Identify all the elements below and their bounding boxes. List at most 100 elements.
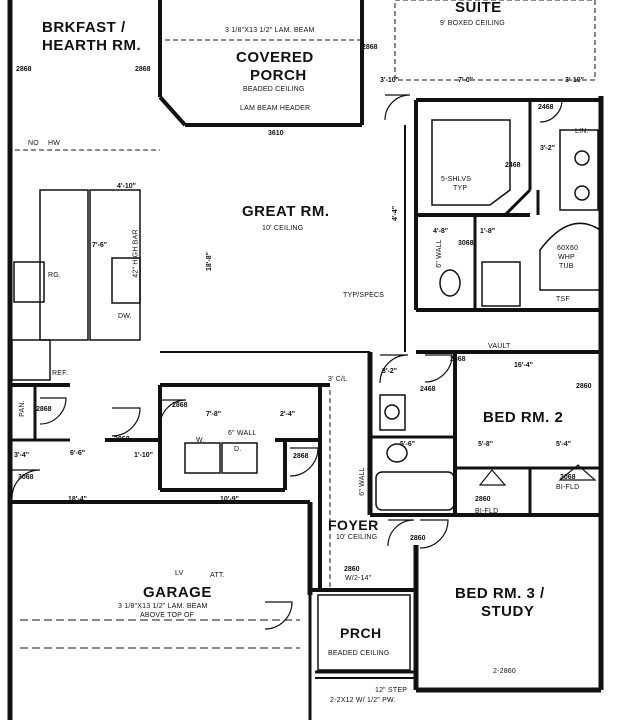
hw-note: HW [48,140,61,147]
suite-ceiling-note: 9' BOXED CEILING [440,20,505,27]
vault-note: VAULT [488,343,511,350]
dim-3068-bath: 3068 [458,240,474,247]
attic-note: ATT. [210,572,225,579]
great-ceiling-note: 10' CEILING [262,225,304,232]
dim-6-6-kitchen: 6'-6" [70,450,86,457]
exterior-walls [7,0,604,720]
dim-2860-garage-closet: 2860 [344,566,360,573]
washer-label: W. [196,437,205,444]
dim-5-6: 5'-6" [400,441,416,448]
dim-3610: 3610 [268,130,284,137]
garage-hatching [20,619,300,649]
dashed-lines [15,0,596,590]
dim-18-8: 18'-8" [206,252,213,271]
porch-beam-top-note: 3 1/8"X13 1/2" LAM. BEAM [225,27,315,34]
wall-note-laundry: 6" WALL [228,430,257,437]
room-label-great: GREAT RM. [242,203,330,220]
step-note: 12" STEP [375,687,408,694]
closet-wall-note: W/2-14" [345,575,372,582]
dim-2468-suite: 2468 [538,104,554,111]
fireplace-spec-note: TYP/SPECS [343,292,385,299]
dim-2-4: 2'-4" [280,411,296,418]
room-label-brkfast: BRKFAST / [42,19,126,36]
garage-beam-note-2: ABOVE TOP OF [140,612,195,619]
range-label: RG. [48,272,62,279]
dim-2868-brkfast-right: 2868 [135,66,151,73]
dim-2868-closet: 2868 [293,453,309,460]
room-label-foyer: FOYER [328,517,379,533]
garage-beam-note: 3 1/8"X13 1/2" LAM. BEAM [118,603,208,610]
dim-2468-closet: 2468 [505,162,521,169]
centerline-note: 3' C/L [328,376,348,383]
tsf-note: TSF [556,296,570,303]
dim-3-2-hall: 3'-2" [382,368,398,375]
dim-4-8: 4'-8" [433,228,449,235]
dim-4-10: 4'-10" [117,183,136,190]
dim-2868-hall: 2868 [450,356,466,363]
room-label-hearth: HEARTH RM. [42,37,142,54]
pantry-label: PAN. [18,400,26,417]
dryer-label: D. [234,446,242,453]
dim-1-10: 1'-10" [134,452,153,459]
dim-2860-foyer: 2860 [410,535,426,542]
dim-2868-brkfast-left: 2868 [16,66,32,73]
whirlpool-size-note: 60X60 [557,245,579,252]
room-label-suite: SUITE [455,0,502,16]
bath-fixtures [184,119,601,511]
dim-3068-garage: 3068 [18,474,34,481]
dim-10-9: 10'-9" [220,496,239,503]
room-label-covered: COVERED [236,49,314,66]
room-label-prch: PRCH [340,625,382,641]
dim-2468-bath: 2468 [420,386,436,393]
prch-ceiling-note: BEADED CEILING [328,650,390,657]
whirlpool-type-note: WHP [558,254,575,261]
bar-note: 42" HIGH BAR [132,229,140,278]
dim-1-8: 1'-8" [480,228,496,235]
dim-7-0: 7'-0" [458,77,474,84]
wall-note-bath: 6" WALL [435,239,443,268]
dim-4-4: 4'-4" [392,205,400,222]
dim-3-2-suite: 3'-2" [540,145,556,152]
dim-3-4: 3'-4" [14,452,30,459]
header-note: 2-2X12 W/ 1/2" PW. [330,697,396,704]
shelves-note: 5-SHLVS [441,176,472,183]
dim-3-10-right: 3'-10" [565,77,584,84]
lv-note: LV [175,570,184,577]
dishwasher-label: DW. [118,313,132,320]
dim-18-4: 18'-4" [68,496,87,503]
room-label-garage: GARAGE [143,584,212,601]
wall-note-foyer: 6" WALL [358,467,366,496]
dim-2868-porch: 2868 [362,44,378,51]
dim-5-4: 5'-4" [556,441,572,448]
door-swings [11,94,597,630]
room-label-porch: PORCH [250,67,307,84]
dim-16-4: 16'-4" [514,362,533,369]
dim-7-8: 7'-8" [206,411,222,418]
bifold-note-2: BI-FLD [475,508,499,515]
dim-2860-bed2: 2860 [576,383,592,390]
dim-2868-pantry: 2868 [36,406,52,413]
dim-5-8: 5'-8" [478,441,494,448]
porch-ceiling-note: BEADED CEILING [243,86,305,93]
bifold-note-1: BI-FLD [556,484,580,491]
dim-3068-laundry: 3068 [114,436,130,443]
room-label-bed2: BED RM. 2 [483,409,564,426]
dim-3068-bed2: 3068 [560,474,576,481]
dim-2860-closet: 2860 [475,496,491,503]
room-label-bed3: BED RM. 3 / [455,585,545,602]
dim-2868-laundry: 2868 [172,402,188,409]
bottom-window-note: 2-2860 [493,668,516,675]
dim-3-10-left: 3'-10" [380,77,399,84]
foyer-ceiling-note: 10' CEILING [336,534,378,541]
room-label-study: STUDY [481,603,535,620]
no-note: NO [28,140,39,147]
dim-7-6: 7'-6" [92,242,108,249]
linen-note: LIN. [575,128,589,135]
shelves-typ-note: TYP [453,185,468,192]
porch-beam-note: LAM BEAM HEADER [240,105,311,112]
porch-railing [315,594,415,679]
whirlpool-tub-note: TUB [559,263,574,270]
interior-walls [10,98,601,592]
